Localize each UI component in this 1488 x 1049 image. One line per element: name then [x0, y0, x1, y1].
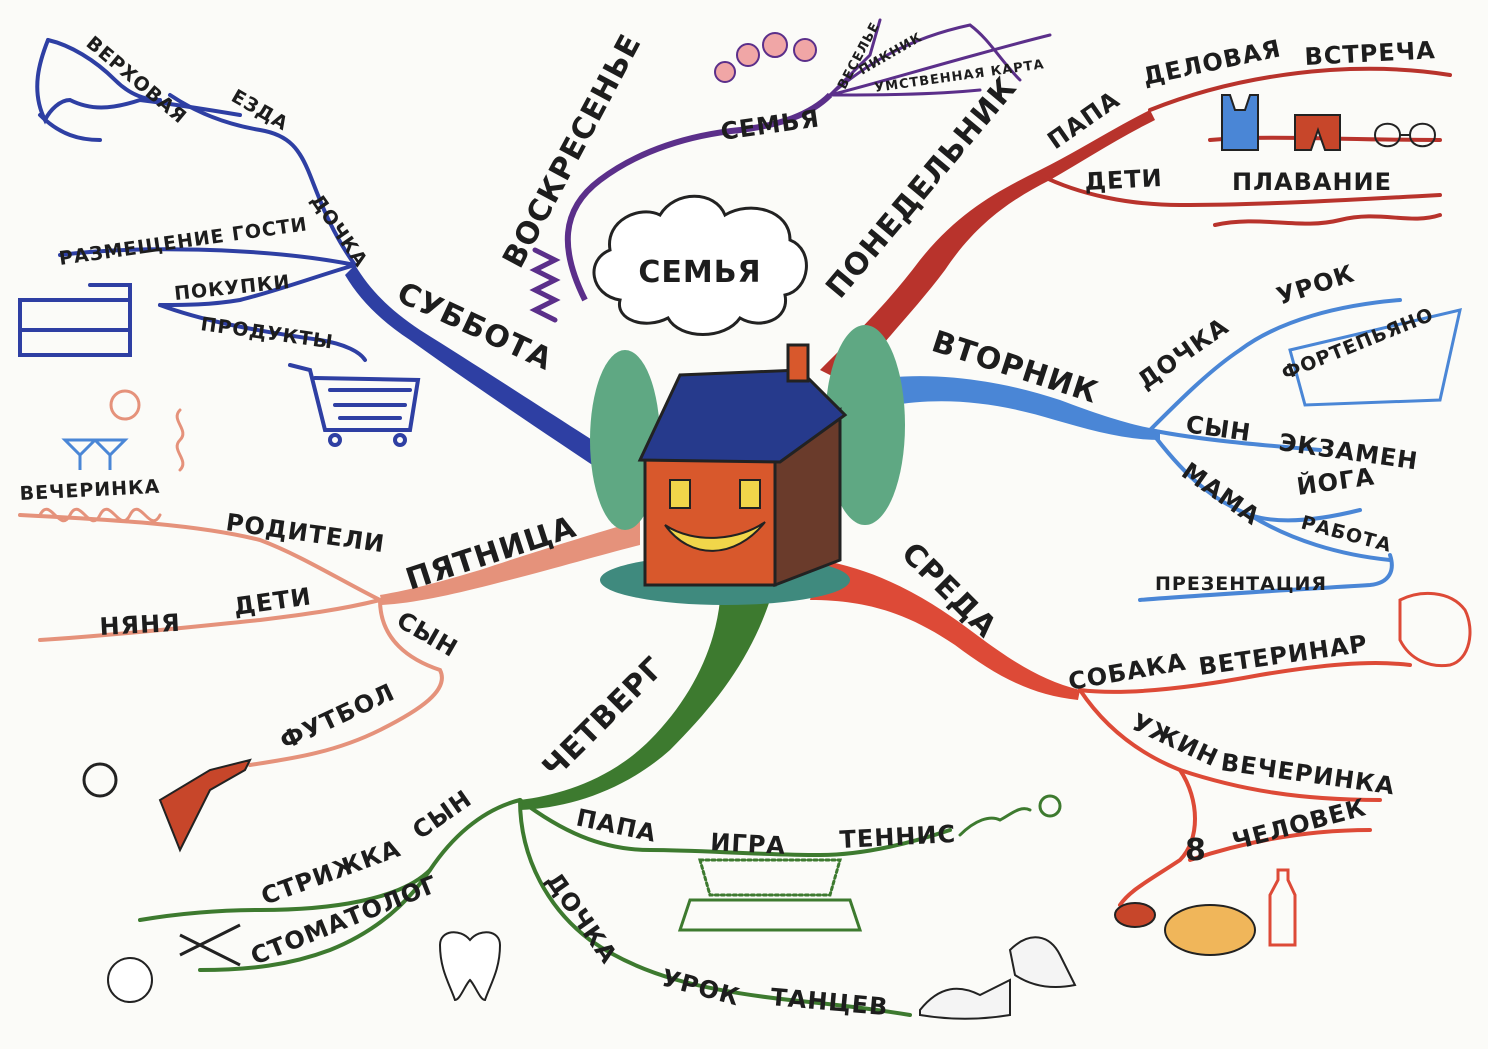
right-window	[739, 479, 761, 509]
monday-swimming-label: ПЛАВАНИЕ	[1232, 168, 1392, 196]
friday-son-label: СЫН	[392, 606, 463, 663]
thursday-label: ЧЕТВЕРГ	[536, 650, 672, 786]
monday-branch	[820, 110, 1155, 385]
tuesday-piano-label: ФОРТЕПЬЯНО	[1279, 304, 1437, 385]
saturday-groceries-label: ПРОДУКТЫ	[199, 313, 334, 353]
friday-party-label: ВЕЧЕРИНКА	[19, 476, 161, 505]
friday-branch	[380, 520, 640, 605]
sunday-family-label: СЕМЬЯ	[719, 104, 822, 146]
monday-papa-label: ПАПА	[1042, 85, 1125, 155]
saturday-branch	[345, 265, 640, 480]
center-house	[590, 325, 905, 605]
wednesday-branch	[810, 560, 1080, 700]
family-faces	[714, 32, 817, 83]
dance-shoes-icon	[919, 936, 1077, 1020]
wednesday-eight-label: 8	[1185, 833, 1207, 868]
saturday-sub-branches	[18, 38, 421, 447]
tooth-icon	[438, 931, 502, 1002]
house-smile	[664, 521, 766, 552]
bowl-icon	[1114, 902, 1156, 928]
tuesday-presentation-label: ПРЕЗЕНТАЦИЯ	[1155, 573, 1327, 595]
wednesday-party-label: ВЕЧЕРИНКА	[1219, 748, 1397, 800]
right-tree	[825, 325, 905, 525]
thursday-papa-label: ПАПА	[574, 803, 659, 847]
left-tree	[590, 350, 660, 530]
thursday-son-label: СЫН	[407, 784, 477, 845]
tuesday-son-label: СЫН	[1184, 410, 1253, 447]
thursday-daughter-label: ДОЧКА	[540, 867, 623, 969]
friday-football-label: ФУТБОЛ	[276, 678, 400, 755]
house-roof	[637, 368, 848, 464]
cocktail-glasses-icon	[61, 438, 129, 470]
tuesday-mama-label: МАМА	[1177, 457, 1266, 531]
tuesday-branch	[870, 376, 1160, 440]
tuesday-work-label: РАБОТА	[1299, 512, 1394, 557]
sunday-branch	[564, 92, 833, 302]
monday-children-label: ДЕТИ	[1084, 164, 1164, 196]
wednesday-sub-branches	[1078, 591, 1472, 947]
thursday-lesson-label: УРОК	[658, 964, 743, 1012]
friday-nanny-label: НЯНЯ	[99, 609, 181, 641]
tuesday-lesson-label: УРОК	[1273, 259, 1358, 310]
monday-business-label: ДЕЛОВАЯ	[1140, 34, 1283, 91]
left-window	[669, 479, 691, 509]
saturday-riding-label: ВЕРХОВАЯ	[82, 32, 191, 129]
child-face-icon	[107, 957, 153, 1003]
house-front	[643, 458, 777, 587]
swimwear-icons	[1221, 94, 1437, 151]
friday-sub-branches	[18, 389, 444, 767]
thursday-branch	[520, 600, 770, 810]
football-icon	[82, 762, 118, 798]
monday-meeting-label: ВСТРЕЧА	[1304, 36, 1437, 71]
scissors-icon	[179, 923, 241, 967]
thursday-tennis-label: ТЕННИС	[839, 820, 957, 854]
wednesday-people-label: ЧЕЛОВЕК	[1229, 793, 1369, 856]
thursday-dances-label: ТАНЦЕВ	[769, 983, 889, 1021]
thursday-game-label: ИГРА	[710, 828, 787, 860]
thursday-sub-branches	[138, 794, 1062, 1017]
tuesday-yoga-label: ЙОГА	[1295, 461, 1377, 501]
kicking-leg-icon	[158, 758, 252, 853]
tuesday-sub-branches	[1138, 298, 1462, 602]
friday-parents-label: РОДИТЕЛИ	[224, 508, 387, 558]
saturday-riding2-label: ЕЗДА	[228, 85, 293, 135]
saturday-guests-label: РАЗМЕЩЕНИЕ ГОСТИ	[58, 213, 309, 270]
center-label: СЕМЬЯ	[638, 255, 761, 290]
sunday-sub-branches	[529, 18, 1052, 323]
chimney	[786, 343, 810, 383]
roast-chicken-icon	[1164, 904, 1256, 956]
center-cloud	[592, 194, 808, 336]
wednesday-dinner-label: УЖИН	[1127, 708, 1222, 772]
tuesday-daughter-label: ДОЧКА	[1132, 312, 1234, 395]
